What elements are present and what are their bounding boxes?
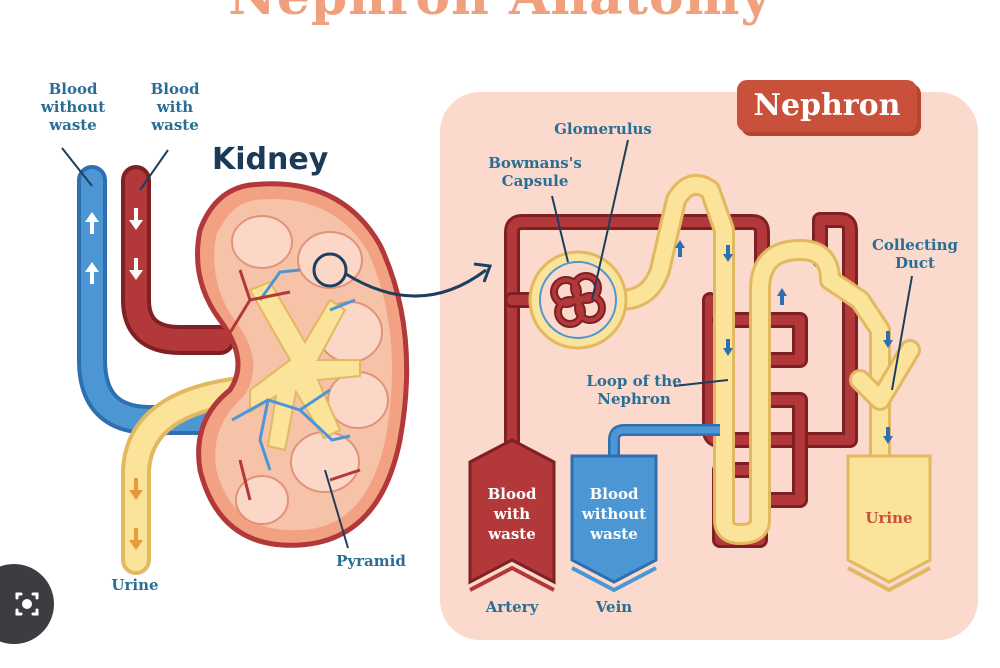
flow-arrows-left [85, 208, 143, 284]
label-pyramid: Pyramid [336, 552, 406, 570]
label-vein: Vein [595, 598, 633, 616]
urine-box [846, 454, 932, 584]
zoom-arrow [345, 268, 487, 298]
label-loop-of-nephron: Loop of the Nephron [586, 372, 682, 408]
artery-box-text: Blood with waste [487, 485, 537, 543]
kidney-artery-branches [226, 269, 361, 501]
label-glomerulus: Glomerulus [554, 120, 652, 138]
renal-vein [77, 165, 230, 435]
artery-box [468, 438, 556, 585]
label-urine: Urine [111, 576, 159, 594]
nephron-badge: Nephron [737, 80, 917, 132]
zoom-circle [312, 252, 348, 288]
label-collecting-duct: Collecting Duct [871, 236, 959, 272]
lens-search-icon [15, 592, 39, 616]
kidney-title: Kidney [212, 142, 329, 177]
label-blood-with-waste: Blood with waste [150, 80, 200, 134]
label-blood-without-waste: Blood without waste [40, 80, 106, 134]
label-artery: Artery [485, 598, 539, 616]
renal-tubule [609, 173, 921, 545]
page-title: Nephron Anatomy [200, 0, 800, 27]
label-bowmans-capsule: Bowmans's Capsule [488, 154, 582, 190]
renal-pelvis [248, 280, 361, 452]
vein-box [570, 454, 658, 584]
vein-box-text: Blood without waste [581, 485, 647, 543]
urine-box-text: Urine [865, 509, 913, 527]
kidney-vessel-branches [231, 268, 356, 471]
